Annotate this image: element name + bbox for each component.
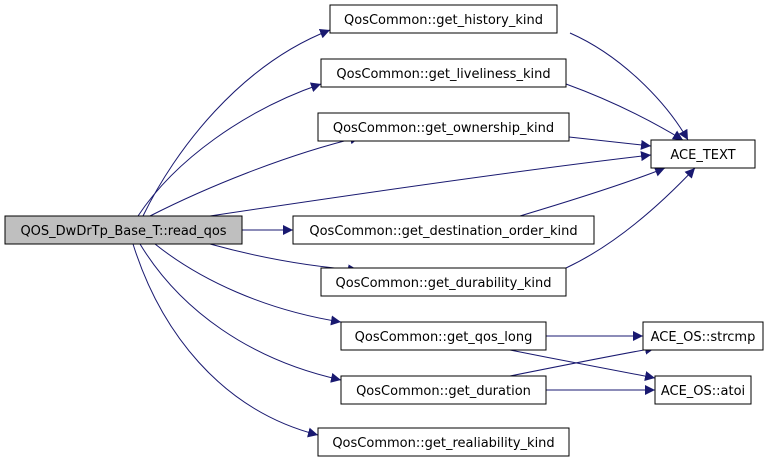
- node-strcmp[interactable]: ACE_OS::strcmp: [642, 321, 764, 351]
- node-label: ACE_OS::atoi: [661, 384, 745, 399]
- node-box: [317, 112, 570, 142]
- edge-destination-to-ace_text: [519, 167, 666, 217]
- node-label: QosCommon::get_history_kind: [344, 13, 543, 28]
- edge-root-to-duration: [139, 243, 342, 383]
- edge-ownership-to-ace_text: [568, 136, 652, 150]
- edge-root-to-liveliness: [137, 82, 322, 217]
- edge-duration-to-strcmp: [509, 344, 656, 377]
- node-reliability[interactable]: QosCommon::get_realiability_kind: [317, 427, 570, 457]
- node-box: [650, 139, 756, 169]
- node-box: [340, 321, 547, 351]
- node-label: ACE_OS::strcmp: [651, 330, 756, 345]
- node-box: [4, 215, 243, 245]
- node-box: [292, 215, 595, 245]
- edge-liveliness-to-ace_text: [565, 83, 684, 141]
- node-box: [329, 4, 558, 34]
- node-root[interactable]: QOS_DwDrTp_Base_T::read_qos: [4, 215, 243, 245]
- node-destination[interactable]: QosCommon::get_destination_order_kind: [292, 215, 595, 245]
- node-label: QosCommon::get_realiability_kind: [332, 436, 554, 451]
- edge-history-to-ace_text: [569, 32, 689, 141]
- node-box: [654, 375, 752, 405]
- node-box: [340, 375, 547, 405]
- node-duration[interactable]: QosCommon::get_duration: [340, 375, 547, 405]
- node-qos-long[interactable]: QosCommon::get_qos_long: [340, 321, 547, 351]
- edges-layer: [132, 28, 696, 438]
- node-label: QosCommon::get_liveliness_kind: [336, 67, 550, 82]
- node-label: QosCommon::get_qos_long: [355, 330, 533, 345]
- node-liveliness[interactable]: QosCommon::get_liveliness_kind: [320, 58, 567, 88]
- edge-durability-to-ace_text: [565, 167, 696, 269]
- edge-qos_long-to-atoi: [509, 349, 656, 381]
- edge-root-to-qos_long: [154, 243, 342, 326]
- edge-root-to-history: [142, 28, 331, 217]
- node-box: [642, 321, 764, 351]
- edge-root-to-durability: [209, 243, 359, 275]
- node-durability[interactable]: QosCommon::get_durability_kind: [320, 267, 567, 297]
- node-history[interactable]: QosCommon::get_history_kind: [329, 4, 558, 34]
- edge-root-to-reliability: [132, 243, 319, 438]
- node-atoi[interactable]: ACE_OS::atoi: [654, 375, 752, 405]
- node-label: QosCommon::get_destination_order_kind: [309, 224, 577, 239]
- node-label: QosCommon::get_duration: [356, 384, 531, 399]
- node-box: [320, 58, 567, 88]
- edge-root-to-ace_text: [209, 151, 652, 217]
- nodes-layer: QOS_DwDrTp_Base_T::read_qosQosCommon::ge…: [4, 4, 764, 457]
- node-ace-text[interactable]: ACE_TEXT: [650, 139, 756, 169]
- node-box: [317, 427, 570, 457]
- node-label: QOS_DwDrTp_Base_T::read_qos: [20, 224, 226, 239]
- edge-root-to-ownership: [149, 134, 361, 217]
- node-label: QosCommon::get_durability_kind: [336, 276, 552, 291]
- node-label: ACE_TEXT: [670, 148, 735, 163]
- node-ownership[interactable]: QosCommon::get_ownership_kind: [317, 112, 570, 142]
- node-label: QosCommon::get_ownership_kind: [333, 121, 554, 136]
- node-box: [320, 267, 567, 297]
